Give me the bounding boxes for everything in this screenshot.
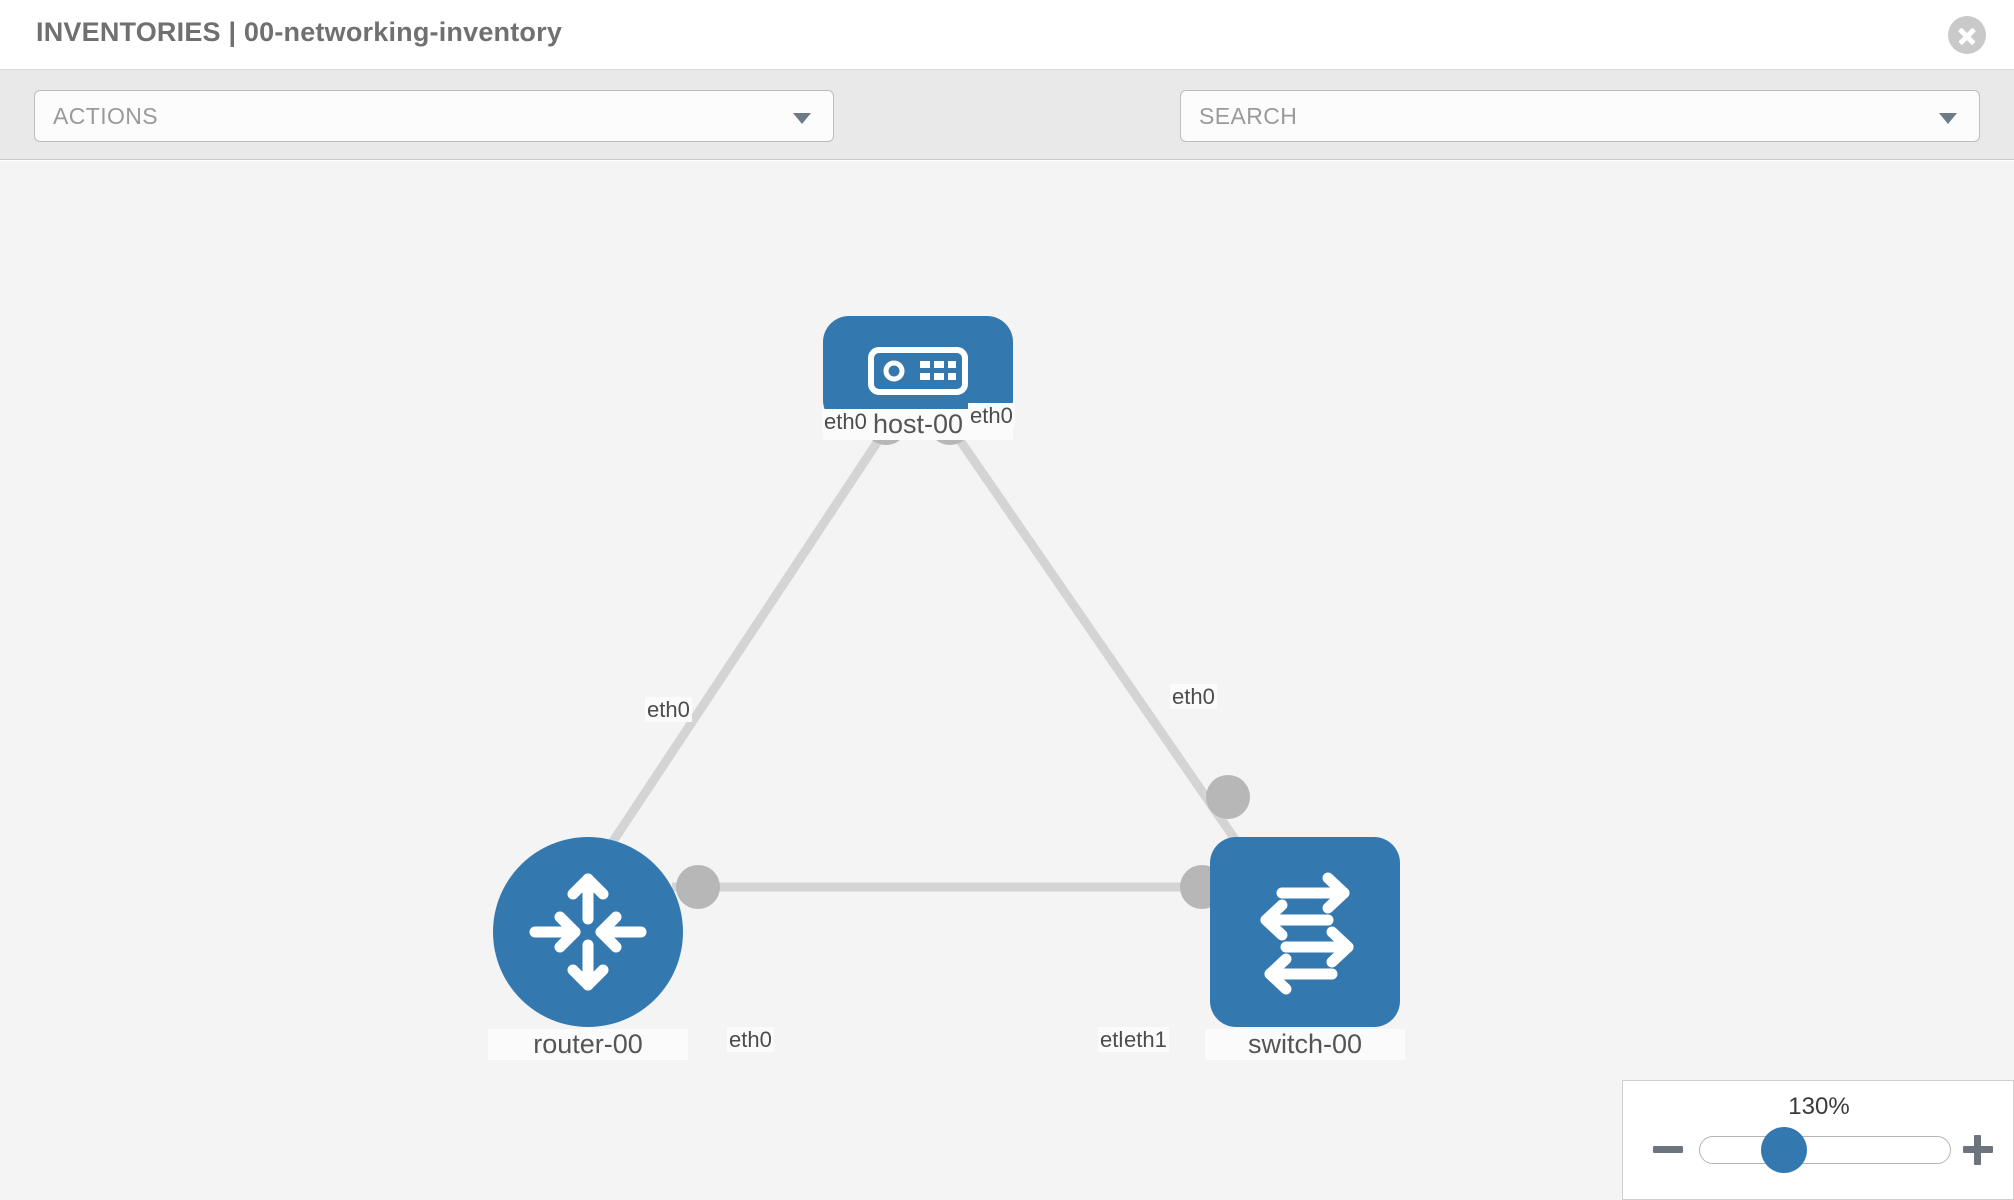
- iface-label-host-right: eth0: [968, 403, 1015, 429]
- iface-label-router-right: eth0: [727, 1027, 774, 1053]
- iface-label-host-left: eth0: [822, 409, 869, 435]
- actions-dropdown[interactable]: ACTIONS: [34, 90, 834, 142]
- router-arrows-icon: [493, 837, 683, 1027]
- node-switch-00[interactable]: switch-00: [1205, 837, 1405, 1060]
- iface-label-router-uplink: eth0: [645, 697, 692, 723]
- chevron-down-icon: [793, 113, 811, 124]
- node-label-router-00: router-00: [488, 1029, 688, 1060]
- topology-links-layer: [596, 420, 1254, 892]
- zoom-slider-thumb[interactable]: [1761, 1127, 1807, 1173]
- plus-icon[interactable]: [1961, 1133, 1995, 1167]
- chevron-down-icon[interactable]: [1939, 113, 1957, 124]
- search-placeholder: SEARCH: [1199, 103, 1298, 129]
- connector-knob-switch-top[interactable]: [1206, 775, 1250, 819]
- minus-icon[interactable]: [1651, 1133, 1685, 1167]
- iface-label-switch-left-b: eth1: [1122, 1027, 1169, 1053]
- page-header: INVENTORIES | 00-networking-inventory: [0, 0, 2014, 70]
- page-title: INVENTORIES | 00-networking-inventory: [36, 17, 563, 47]
- actions-dropdown-label: ACTIONS: [53, 103, 159, 129]
- node-router-00[interactable]: router-00: [488, 837, 688, 1060]
- zoom-slider-track[interactable]: [1699, 1136, 1951, 1164]
- zoom-level-value: 130%: [1788, 1093, 1850, 1120]
- link-host-switch: [944, 420, 1254, 864]
- connector-knob-router-right[interactable]: [676, 865, 720, 909]
- iface-label-switch-uplink: eth0: [1170, 684, 1217, 710]
- close-icon[interactable]: [1948, 16, 1986, 54]
- topology-canvas[interactable]: host-00: [0, 161, 2014, 1200]
- link-host-router: [596, 420, 894, 864]
- switch-arrows-icon: [1210, 837, 1400, 1027]
- search-input[interactable]: SEARCH: [1180, 90, 1980, 142]
- toolbar: ACTIONS SEARCH: [0, 70, 2014, 201]
- zoom-control-panel: 130%: [1622, 1080, 2014, 1200]
- node-label-switch-00: switch-00: [1205, 1029, 1405, 1060]
